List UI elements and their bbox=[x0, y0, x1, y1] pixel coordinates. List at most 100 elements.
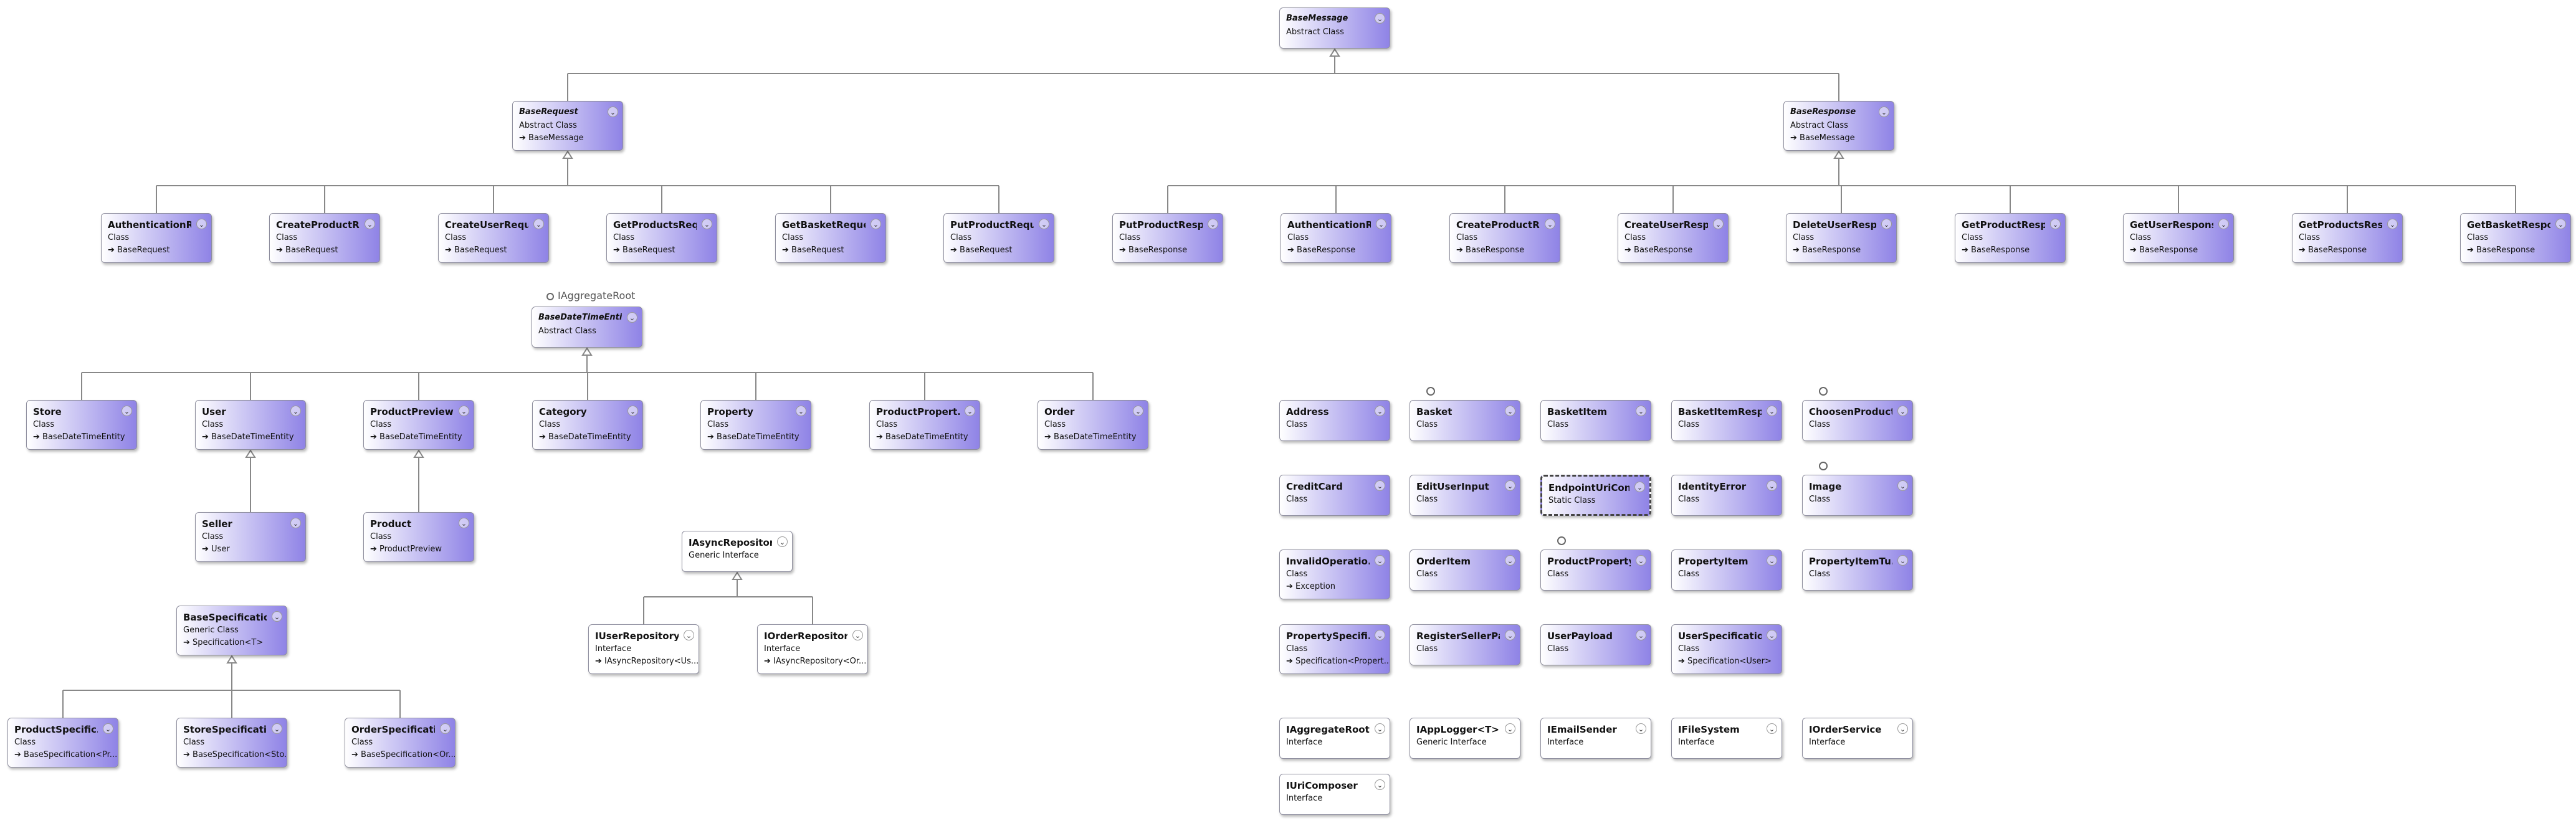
chevron-down-icon[interactable]: ⌄ bbox=[1375, 779, 1385, 790]
chevron-down-icon[interactable]: ⌄ bbox=[440, 723, 451, 734]
class-box-registerseller[interactable]: RegisterSellerPa...Class⌄ bbox=[1410, 624, 1520, 665]
chevron-down-icon[interactable]: ⌄ bbox=[1636, 555, 1646, 566]
chevron-down-icon[interactable]: ⌄ bbox=[702, 219, 712, 229]
chevron-down-icon[interactable]: ⌄ bbox=[1767, 723, 1777, 734]
chevron-down-icon[interactable]: ⌄ bbox=[1767, 555, 1777, 566]
chevron-down-icon[interactable]: ⌄ bbox=[1897, 406, 1908, 416]
class-box-req_getbasket[interactable]: GetBasketRequestClass➔ BaseRequest⌄ bbox=[775, 213, 886, 263]
class-box-req_putproduct[interactable]: PutProductRequ...Class➔ BaseRequest⌄ bbox=[943, 213, 1054, 263]
chevron-down-icon[interactable]: ⌄ bbox=[1636, 406, 1646, 416]
chevron-down-icon[interactable]: ⌄ bbox=[2387, 219, 2398, 229]
chevron-down-icon[interactable]: ⌄ bbox=[2050, 219, 2061, 229]
chevron-down-icon[interactable]: ⌄ bbox=[533, 219, 544, 229]
chevron-down-icon[interactable]: ⌄ bbox=[1133, 406, 1143, 416]
chevron-down-icon[interactable]: ⌄ bbox=[1545, 219, 1555, 229]
chevron-down-icon[interactable]: ⌄ bbox=[796, 406, 806, 416]
chevron-down-icon[interactable]: ⌄ bbox=[1375, 723, 1385, 734]
chevron-down-icon[interactable]: ⌄ bbox=[196, 219, 207, 229]
class-box-req_auth[interactable]: AuthenticationR...Class➔ BaseRequest⌄ bbox=[101, 213, 212, 263]
chevron-down-icon[interactable]: ⌄ bbox=[1897, 480, 1908, 491]
class-box-res_auth[interactable]: AuthenticationR...Class➔ BaseResponse⌄ bbox=[1281, 213, 1391, 263]
class-box-res_getbasket[interactable]: GetBasketRespo...Class➔ BaseResponse⌄ bbox=[2460, 213, 2571, 263]
chevron-down-icon[interactable]: ⌄ bbox=[1375, 13, 1385, 24]
chevron-down-icon[interactable]: ⌄ bbox=[272, 611, 282, 622]
class-box-res_getproduct[interactable]: GetProductResp...Class➔ BaseResponse⌄ bbox=[1955, 213, 2066, 263]
class-box-propertyspec[interactable]: PropertySpecifi...Class➔ Specification<P… bbox=[1279, 624, 1390, 674]
class-box-propertyitemtu[interactable]: PropertyItemTu...Class⌄ bbox=[1802, 549, 1913, 591]
chevron-down-icon[interactable]: ⌄ bbox=[103, 723, 113, 734]
class-box-productproperty_e[interactable]: ProductPropert...Class➔ BaseDateTimeEnti… bbox=[869, 400, 980, 450]
chevron-down-icon[interactable]: ⌄ bbox=[1767, 630, 1777, 640]
chevron-down-icon[interactable]: ⌄ bbox=[627, 312, 637, 323]
class-box-req_createuser[interactable]: CreateUserRequ...Class➔ BaseRequest⌄ bbox=[438, 213, 549, 263]
class-box-iapplogger[interactable]: IAppLogger<T>Generic Interface⌄ bbox=[1410, 718, 1520, 759]
chevron-down-icon[interactable]: ⌄ bbox=[1505, 406, 1515, 416]
chevron-down-icon[interactable]: ⌄ bbox=[1505, 480, 1515, 491]
class-box-req_getproducts[interactable]: GetProductsReq...Class➔ BaseRequest⌄ bbox=[606, 213, 717, 263]
chevron-down-icon[interactable]: ⌄ bbox=[2555, 219, 2566, 229]
class-box-basespec[interactable]: BaseSpecificatio...Generic Class➔ Specif… bbox=[176, 606, 287, 655]
chevron-down-icon[interactable]: ⌄ bbox=[1375, 630, 1385, 640]
chevron-down-icon[interactable]: ⌄ bbox=[1634, 482, 1645, 492]
chevron-down-icon[interactable]: ⌄ bbox=[1713, 219, 1724, 229]
chevron-down-icon[interactable]: ⌄ bbox=[272, 723, 282, 734]
class-box-res_deleteuser[interactable]: DeleteUserResp...Class➔ BaseResponse⌄ bbox=[1786, 213, 1897, 263]
chevron-down-icon[interactable]: ⌄ bbox=[777, 536, 788, 547]
chevron-down-icon[interactable]: ⌄ bbox=[459, 406, 469, 416]
class-box-basedatetime[interactable]: BaseDateTimeEntityAbstract Class⌄ bbox=[532, 307, 642, 348]
chevron-down-icon[interactable]: ⌄ bbox=[290, 518, 301, 528]
class-box-storespec[interactable]: StoreSpecificationClass➔ BaseSpecificati… bbox=[176, 718, 287, 768]
class-box-req_createproduct[interactable]: CreateProductR...Class➔ BaseRequest⌄ bbox=[269, 213, 380, 263]
chevron-down-icon[interactable]: ⌄ bbox=[1505, 723, 1515, 734]
class-box-res_createproduct[interactable]: CreateProductR...Class➔ BaseResponse⌄ bbox=[1449, 213, 1560, 263]
chevron-down-icon[interactable]: ⌄ bbox=[1767, 480, 1777, 491]
class-box-invalidop[interactable]: InvalidOperatio...Class➔ Exception⌄ bbox=[1279, 549, 1390, 599]
class-box-productspec[interactable]: ProductSpecific...Class➔ BaseSpecificati… bbox=[7, 718, 118, 768]
chevron-down-icon[interactable]: ⌄ bbox=[627, 406, 638, 416]
chevron-down-icon[interactable]: ⌄ bbox=[1505, 630, 1515, 640]
chevron-down-icon[interactable]: ⌄ bbox=[1376, 219, 1386, 229]
class-box-basketitemresp[interactable]: BasketItemResp...Class⌄ bbox=[1671, 400, 1782, 441]
chevron-down-icon[interactable]: ⌄ bbox=[684, 630, 694, 640]
class-box-endpointuri[interactable]: EndpointUriCon...Static Class⌄ bbox=[1540, 475, 1651, 516]
class-box-res_getproducts[interactable]: GetProductsRes...Class➔ BaseResponse⌄ bbox=[2292, 213, 2403, 263]
chevron-down-icon[interactable]: ⌄ bbox=[852, 630, 863, 640]
chevron-down-icon[interactable]: ⌄ bbox=[1879, 107, 1889, 117]
chevron-down-icon[interactable]: ⌄ bbox=[1375, 555, 1385, 566]
chevron-down-icon[interactable]: ⌄ bbox=[1505, 555, 1515, 566]
chevron-down-icon[interactable]: ⌄ bbox=[1767, 406, 1777, 416]
chevron-down-icon[interactable]: ⌄ bbox=[1881, 219, 1892, 229]
class-box-res_putproduct[interactable]: PutProductResp...Class➔ BaseResponse⌄ bbox=[1112, 213, 1223, 263]
chevron-down-icon[interactable]: ⌄ bbox=[1375, 406, 1385, 416]
chevron-down-icon[interactable]: ⌄ bbox=[608, 107, 618, 117]
chevron-down-icon[interactable]: ⌄ bbox=[459, 518, 469, 528]
